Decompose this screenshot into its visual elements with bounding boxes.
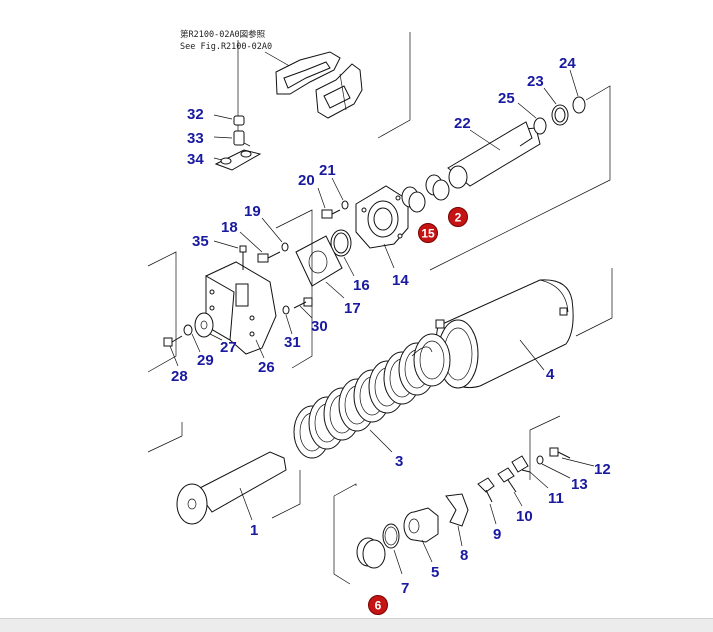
- part-6-bushing: [356, 537, 386, 569]
- callout-23: 23: [527, 73, 544, 90]
- part-10-fitting: [497, 467, 523, 507]
- callout-3: 3: [395, 453, 403, 470]
- reference-note-jp: 第R2100-02A0図参照: [180, 29, 266, 40]
- window-bottom-scrollbar[interactable]: [0, 618, 713, 632]
- spring-end-hook: [411, 346, 433, 357]
- badge-2[interactable]: 2: [448, 207, 468, 227]
- part-20-bolt: [317, 187, 341, 219]
- part-1-rod: [176, 451, 287, 525]
- callout-28: 28: [171, 368, 188, 385]
- part-5-collar: [403, 507, 439, 563]
- callout-7: 7: [401, 580, 409, 597]
- part-31-washer: [282, 305, 293, 335]
- part-28-bolt: [163, 335, 183, 367]
- callout-10: 10: [516, 508, 533, 525]
- callout-11: 11: [548, 490, 564, 507]
- part-27-collar: [194, 312, 223, 341]
- callout-8: 8: [460, 547, 468, 564]
- part-8-lock-plate: [445, 493, 469, 547]
- callout-14: 14: [392, 272, 409, 289]
- badge-15[interactable]: 15: [418, 223, 438, 243]
- callout-33: 33: [187, 130, 204, 147]
- callout-1: 1: [250, 522, 258, 539]
- part-19-washer: [261, 217, 289, 252]
- callout-24: 24: [559, 55, 576, 72]
- part-14-bearing-cover: [355, 185, 409, 269]
- spring-coil-inner: [419, 340, 445, 380]
- callout-31: 31: [284, 334, 301, 351]
- part-13-washer: [536, 455, 571, 479]
- callout-27: 27: [220, 339, 237, 356]
- callout-4: 4: [546, 366, 555, 383]
- referenced-bracket-assembly: [237, 32, 411, 147]
- callout-30: 30: [311, 318, 328, 335]
- callout-32: 32: [187, 106, 204, 123]
- callout-25: 25: [498, 90, 515, 107]
- callout-12: 12: [594, 461, 611, 478]
- part-12-bolt: [549, 447, 595, 467]
- part-3-spring: [293, 333, 451, 459]
- bushing-ring-a: [401, 186, 426, 213]
- callout-13: 13: [571, 476, 588, 493]
- part-24-ring: [569, 69, 586, 114]
- part-11-bracket: [511, 455, 549, 489]
- reference-note: 第R2100-02A0図参照 See Fig.R2100-02A0: [180, 29, 301, 73]
- reference-note-en: See Fig.R2100-02A0: [180, 42, 272, 52]
- callout-35: 35: [192, 233, 209, 250]
- part-7-ring: [382, 523, 403, 575]
- callout-9: 9: [493, 526, 501, 543]
- bushing-ring-b: [425, 174, 450, 201]
- badge-15-label: 15: [421, 227, 435, 241]
- badge-2-label: 2: [455, 211, 462, 225]
- part-16-o-ring: [330, 229, 355, 277]
- part-35-bolt: [213, 240, 247, 270]
- callout-34: 34: [187, 151, 204, 168]
- part-25-ring: [517, 102, 547, 135]
- part-33-collar: [213, 130, 245, 146]
- part-30-bolt: [293, 297, 313, 319]
- part-34-plate: [213, 149, 262, 171]
- part-29-washer: [183, 324, 201, 353]
- callout-20: 20: [298, 172, 315, 189]
- callout-18: 18: [221, 219, 238, 236]
- badge-6-label: 6: [375, 599, 382, 613]
- part-21-washer: [331, 177, 349, 210]
- part-9-valve: [477, 477, 497, 525]
- part-26-yoke: [205, 261, 277, 359]
- part-22-shaft: [447, 121, 541, 189]
- callout-19: 19: [244, 203, 261, 220]
- callout-26: 26: [258, 359, 275, 376]
- badge-6[interactable]: 6: [368, 595, 388, 615]
- callout-labels: 1 3 4 5 7 8 9 10 11 12 13 14 16 17 18 19…: [171, 55, 611, 597]
- callout-21: 21: [319, 162, 336, 179]
- callout-5: 5: [431, 564, 439, 581]
- callout-17: 17: [344, 300, 361, 317]
- part-18-bolt: [239, 231, 281, 263]
- callout-22: 22: [454, 115, 471, 132]
- part-32-cap: [213, 114, 245, 126]
- spring-coil: [413, 333, 451, 387]
- callout-16: 16: [353, 277, 370, 294]
- part-17-gasket: [295, 235, 345, 299]
- callout-29: 29: [197, 352, 214, 369]
- part-23-seal: [543, 87, 569, 126]
